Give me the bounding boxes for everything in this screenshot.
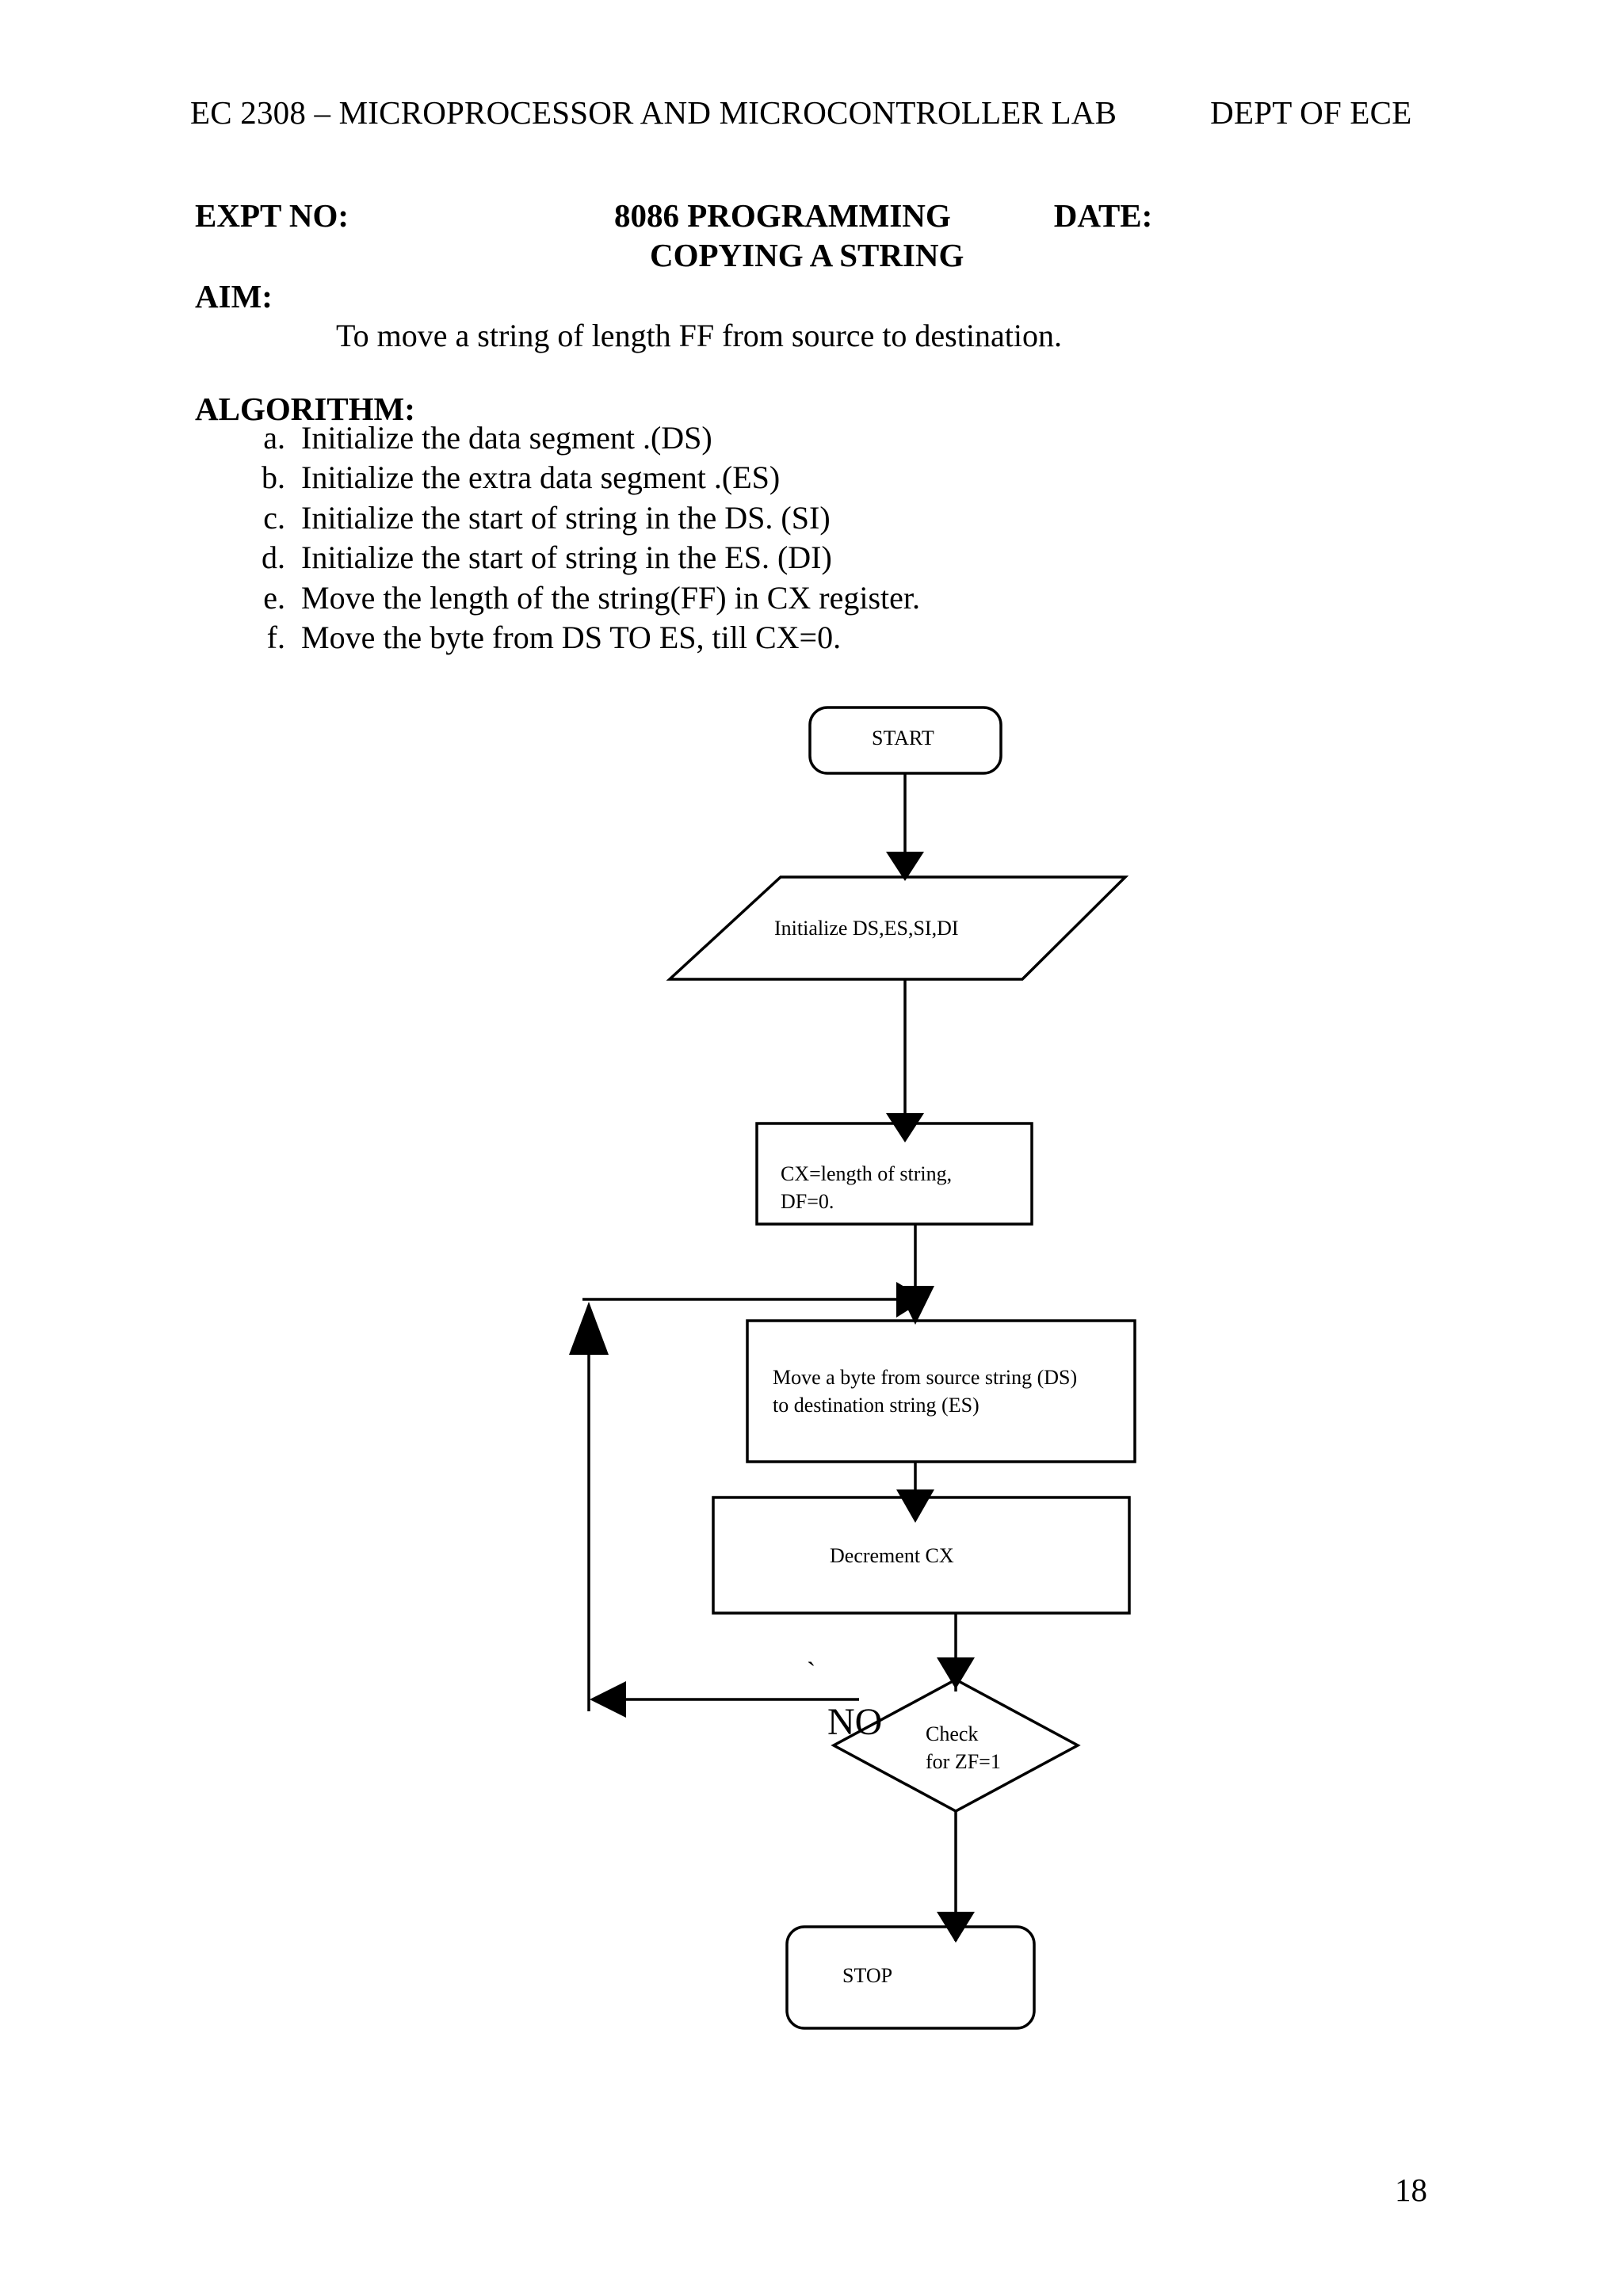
page-number: 18 <box>1395 2172 1427 2208</box>
flow-node-move-byte <box>746 1319 1136 1463</box>
list-item: Initialize the extra data segment .(ES) <box>293 458 920 498</box>
header-course: EC 2308 – MICROPROCESSOR AND MICROCONTRO… <box>190 94 1117 131</box>
arrowhead-down <box>937 1912 975 1943</box>
aim-label: AIM: <box>195 278 273 315</box>
arrowhead-down <box>896 1489 934 1523</box>
list-item: Move the byte from DS TO ES, till CX=0. <box>293 618 920 658</box>
header-dept: DEPT OF ECE <box>1210 94 1412 131</box>
flow-label-move-byte: Move a byte from source string (DS) to d… <box>773 1366 1078 1417</box>
arrowhead-up <box>569 1302 609 1355</box>
expt-subtitle: COPYING A STRING <box>650 237 964 273</box>
running-header: EC 2308 – MICROPROCESSOR AND MICROCONTRO… <box>190 93 1474 132</box>
flow-node-initialize <box>666 875 1129 981</box>
algorithm-list: Initialize the data segment .(DS) Initia… <box>230 418 920 658</box>
arrowhead-down <box>886 1113 924 1142</box>
flow-arrowheads <box>569 852 975 1943</box>
list-item: Initialize the start of string in the DS… <box>293 498 920 538</box>
expt-no-label: EXPT NO: <box>195 197 349 234</box>
flow-label-set-registers: CX=length of string, DF=0. <box>781 1162 953 1213</box>
aim-text: To move a string of length FF from sourc… <box>336 318 1062 353</box>
arrowhead-left <box>590 1681 626 1718</box>
flow-node-stop <box>785 1925 1036 2030</box>
flow-label-no-branch: NO <box>827 1701 883 1743</box>
flow-label-decision: Check for ZF=1 <box>926 1722 1001 1773</box>
flow-label-stop: STOP <box>842 1964 893 1987</box>
arrowhead-down <box>886 852 924 881</box>
algorithm-label: ALGORITHM: <box>195 391 415 427</box>
flow-label-initialize: Initialize DS,ES,SI,DI <box>774 917 959 940</box>
expt-date-label: DATE: <box>1053 197 1153 234</box>
list-item: Initialize the start of string in the ES… <box>293 538 920 578</box>
stray-tick-mark: ` <box>807 1657 816 1687</box>
flow-label-start: START <box>872 727 934 749</box>
list-item: Initialize the data segment .(DS) <box>293 418 920 458</box>
flow-label-decrement: Decrement CX <box>830 1544 954 1567</box>
list-item: Move the length of the string(FF) in CX … <box>293 578 920 618</box>
expt-title: 8086 PROGRAMMING <box>614 197 951 234</box>
arrowhead-right <box>896 1282 926 1318</box>
experiment-heading-row: EXPT NO: 8086 PROGRAMMING DATE: <box>195 196 1304 235</box>
arrowhead-down <box>937 1657 975 1689</box>
